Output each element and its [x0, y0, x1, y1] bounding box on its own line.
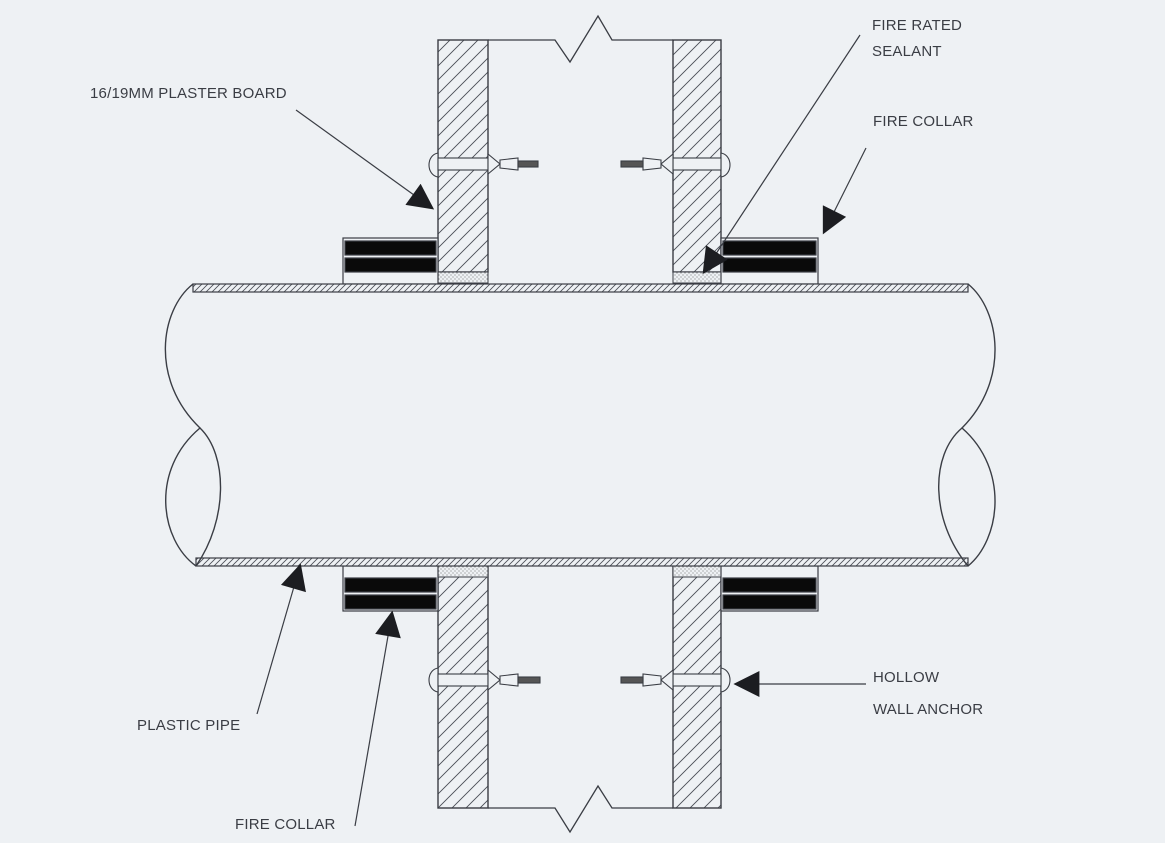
anchor-bottom-left	[428, 667, 541, 693]
wall-cavity-top	[488, 14, 673, 64]
label-plaster-board: 16/19MM PLASTER BOARD	[90, 85, 287, 102]
label-plastic-pipe: PLASTIC PIPE	[137, 717, 241, 734]
leader-fire-collar-right	[822, 147, 867, 235]
sealant-top-right	[672, 271, 722, 284]
label-fire-rated-line1: FIRE RATED	[872, 17, 963, 34]
sealant-top-left	[437, 271, 489, 284]
fire-collar-bottom-right	[720, 565, 819, 612]
plastic-pipe	[164, 283, 996, 567]
fire-collar-top-right	[720, 237, 819, 285]
leader-fire-rated-sealant	[702, 34, 861, 275]
label-hollow-line1: HOLLOW	[873, 669, 940, 686]
label-fire-rated-line2: SEALANT	[872, 43, 942, 60]
fire-collar-top-left	[342, 237, 439, 285]
leader-fire-collar-bottom	[354, 610, 401, 827]
anchor-top-right	[620, 152, 731, 178]
sealant-bottom-right	[672, 565, 722, 578]
anchor-top-left	[428, 152, 539, 178]
leader-plaster-board	[295, 109, 435, 210]
label-hollow-line2: WALL ANCHOR	[873, 701, 984, 718]
label-fire-collar-right: FIRE COLLAR	[873, 113, 974, 130]
anchor-bottom-right	[620, 667, 731, 693]
leader-plastic-pipe	[256, 563, 306, 715]
label-fire-collar-bottom: FIRE COLLAR	[235, 816, 336, 833]
wall-cavity-bottom	[488, 784, 673, 834]
sealant-bottom-left	[437, 565, 489, 578]
fire-collar-bottom-left	[342, 565, 439, 612]
